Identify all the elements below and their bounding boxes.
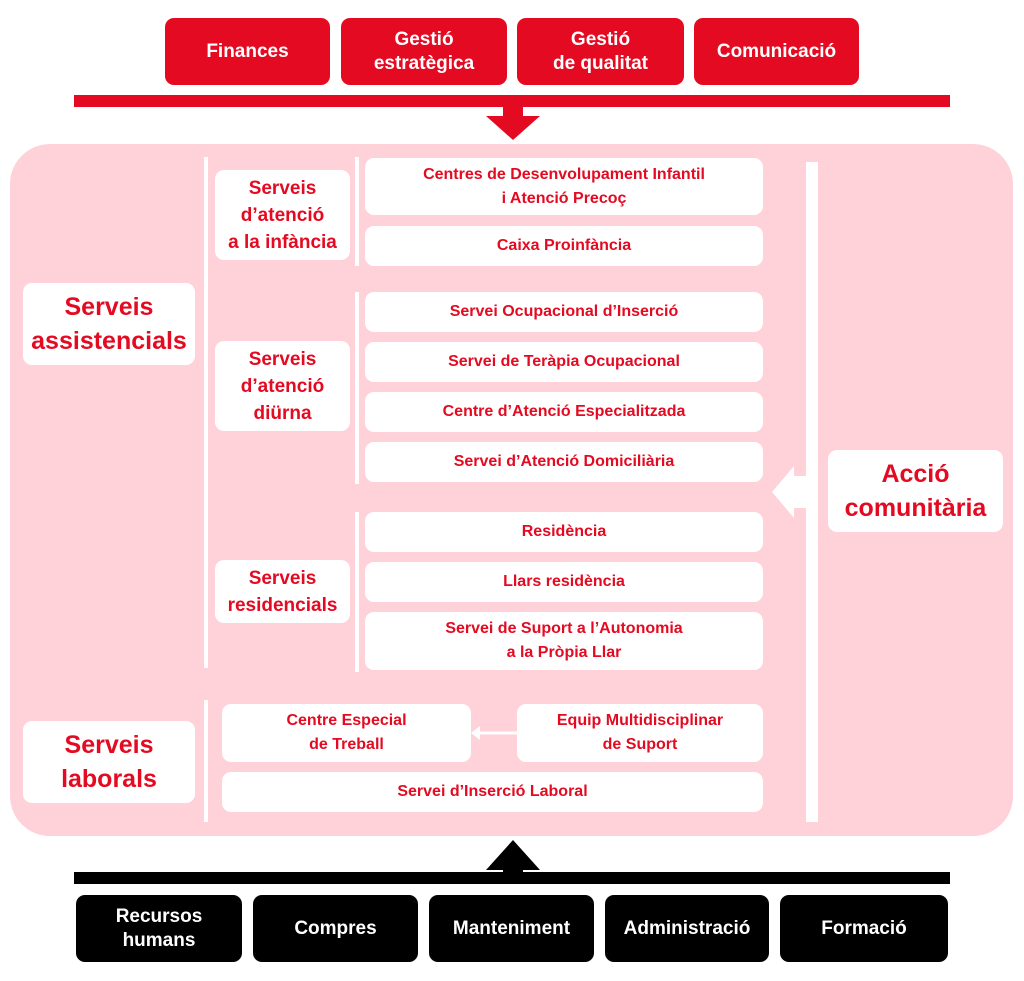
category-accio-comunitaria: Acció comunitària bbox=[828, 450, 1003, 532]
service-ocupacional-insercio: Servei Ocupacional d’Inserció bbox=[365, 292, 763, 332]
service-cdiap: Centres de Desenvolupament Infantil i At… bbox=[365, 158, 763, 215]
divider-residencials bbox=[355, 512, 359, 672]
service-atencio-especialitzada: Centre d’Atenció Especialitzada bbox=[365, 392, 763, 432]
group-serveis-infancia: Serveis d’atenció a la infància bbox=[215, 170, 350, 260]
service-llars-residencia: Llars residència bbox=[365, 562, 763, 602]
arrow-left-icon bbox=[772, 466, 812, 518]
support-box-recursos-humans: Recursos humans bbox=[76, 895, 242, 962]
service-suport-autonomia: Servei de Suport a l’Autonomia a la Pròp… bbox=[365, 612, 763, 670]
management-box-comunicacio: Comunicació bbox=[694, 18, 859, 85]
group-serveis-residencials: Serveis residencials bbox=[215, 560, 350, 623]
divider-diurna bbox=[355, 292, 359, 484]
management-box-gestio-qualitat: Gestió de qualitat bbox=[517, 18, 684, 85]
support-connector-bar bbox=[74, 872, 950, 884]
service-equip-multidisciplinar: Equip Multidisciplinar de Suport bbox=[517, 704, 763, 762]
divider-infancia bbox=[355, 157, 359, 266]
support-box-administracio: Administració bbox=[605, 895, 769, 962]
support-box-formacio: Formació bbox=[780, 895, 948, 962]
divider-laborals bbox=[204, 700, 208, 822]
service-caixa-proinfancia: Caixa Proinfància bbox=[365, 226, 763, 266]
service-atencio-domiciliaria: Servei d’Atenció Domiciliària bbox=[365, 442, 763, 482]
service-terapia-ocupacional: Servei de Teràpia Ocupacional bbox=[365, 342, 763, 382]
group-serveis-diurna: Serveis d’atenció diürna bbox=[215, 341, 350, 431]
support-box-manteniment: Manteniment bbox=[429, 895, 594, 962]
service-centre-especial-treball: Centre Especial de Treball bbox=[222, 704, 471, 762]
divider-assistencials bbox=[204, 157, 208, 668]
management-box-finances: Finances bbox=[165, 18, 330, 85]
service-insercio-laboral: Servei d’Inserció Laboral bbox=[222, 772, 763, 812]
support-box-compres: Compres bbox=[253, 895, 418, 962]
service-residencia: Residència bbox=[365, 512, 763, 552]
category-serveis-laborals: Serveis laborals bbox=[23, 721, 195, 803]
arrow-up-icon bbox=[486, 840, 540, 878]
management-box-gestio-estrategica: Gestió estratègica bbox=[341, 18, 507, 85]
arrow-down-icon bbox=[486, 100, 540, 140]
divider-comunitaria bbox=[806, 162, 818, 822]
arrow-left-small-icon bbox=[471, 726, 517, 740]
category-serveis-assistencials: Serveis assistencials bbox=[23, 283, 195, 365]
